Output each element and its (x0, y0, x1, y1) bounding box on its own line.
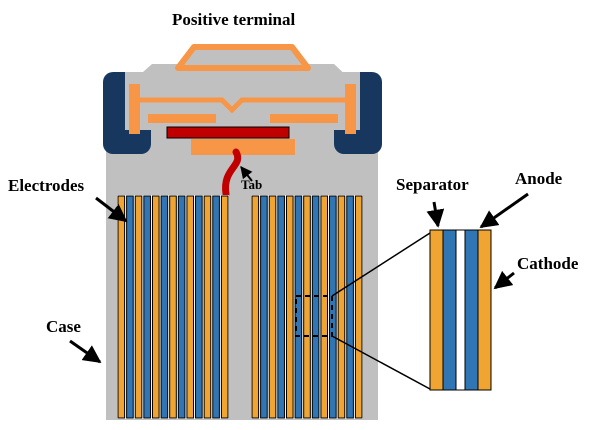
crimp-right-gasket (345, 84, 356, 134)
electrode-stripe (285, 195, 294, 419)
electrode-stripe (151, 195, 160, 419)
cathode-arrow (493, 270, 515, 290)
label-case: Case (46, 317, 81, 336)
electrode-stripe (251, 195, 260, 419)
electrode-stripe (195, 195, 203, 419)
seal-plate (191, 139, 295, 155)
inset-stripe (455, 229, 466, 391)
inset-stripe (429, 229, 444, 391)
electrode-stripe (277, 195, 285, 419)
label-anode: Anode (515, 169, 563, 188)
electrode-stripe (186, 195, 195, 419)
electrode-stripe (294, 195, 303, 419)
anode-arrow (479, 192, 529, 229)
electrode-stripe (126, 195, 134, 419)
label-positive-terminal: Positive terminal (172, 10, 296, 29)
electrode-stripe (212, 195, 220, 419)
tab-arrow (240, 166, 253, 182)
magnifier-line-bottom (331, 335, 431, 390)
inset-stack (429, 229, 492, 391)
electrode-stripe (203, 195, 212, 419)
current-tab (222, 148, 242, 198)
magnifier-line-top (331, 232, 431, 297)
electrode-stripe (346, 195, 354, 419)
electrode-stripe (117, 195, 126, 419)
label-separator: Separator (396, 175, 469, 194)
label-tab: Tab (241, 177, 263, 192)
electrode-stripe (143, 195, 151, 419)
gasket-bar-left (148, 114, 216, 123)
electrode-stripe (160, 195, 169, 419)
electrode-stack-left (117, 195, 229, 419)
electrode-stripe (354, 195, 363, 419)
crimp-left-gasket (129, 84, 140, 134)
electrode-stripe (337, 195, 346, 419)
positive-terminal-cap (175, 44, 311, 71)
electrode-stripe (134, 195, 143, 419)
inset-stripe (464, 229, 479, 391)
electrode-stripe (220, 195, 229, 419)
magnifier-dashed-box (295, 295, 333, 337)
electrode-stripe (320, 195, 329, 419)
gasket-line (130, 97, 352, 114)
label-cathode: Cathode (517, 254, 579, 273)
label-electrodes: Electrodes (8, 176, 85, 195)
inset-stripe (477, 229, 492, 391)
vent-plate (166, 126, 290, 139)
electrode-stripe (303, 195, 311, 419)
electrodes-arrow (95, 196, 128, 223)
electrode-stripe (268, 195, 277, 419)
gasket-bar-right (270, 114, 338, 123)
electrode-stripe (177, 195, 186, 419)
electrode-stripe (169, 195, 177, 419)
electrode-stack-right (251, 195, 363, 419)
inset-stripe (442, 229, 457, 391)
electrode-stripe (311, 195, 320, 419)
case-arrow (69, 339, 102, 364)
electrode-stripe (260, 195, 268, 419)
separator-arrow (426, 201, 445, 228)
